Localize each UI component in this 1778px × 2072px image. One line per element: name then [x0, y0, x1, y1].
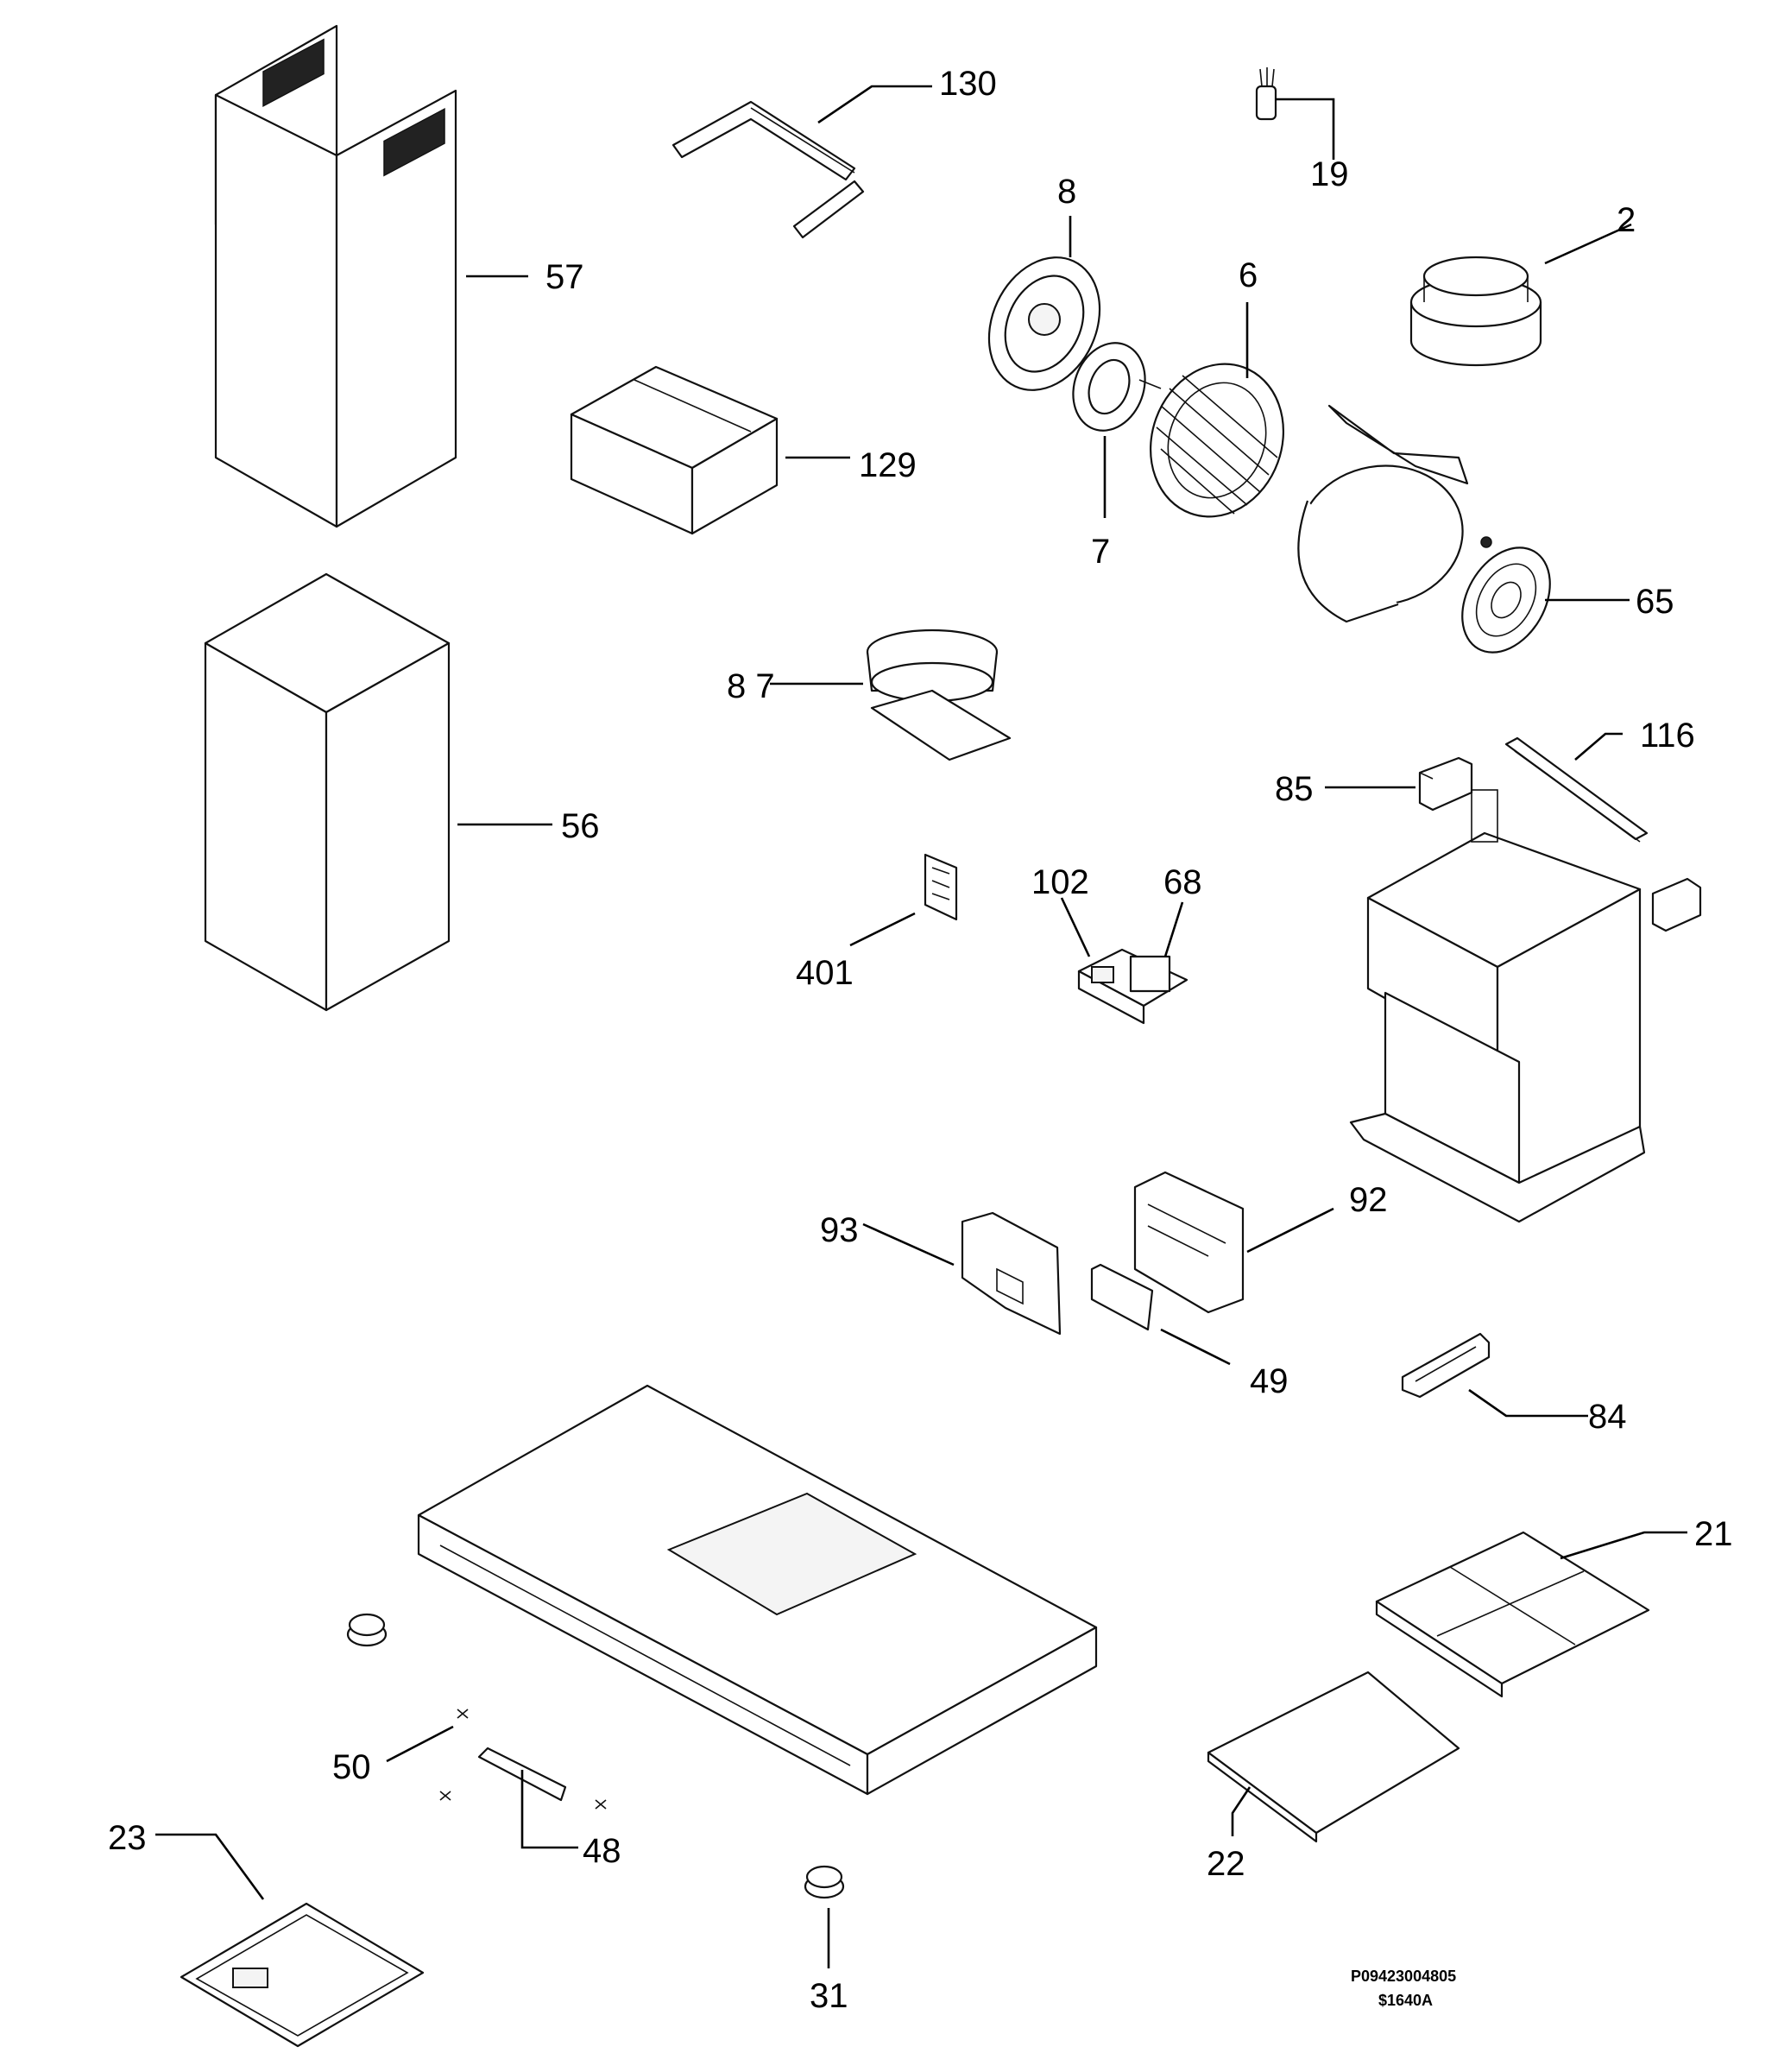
hood-canopy	[417, 1384, 1098, 1796]
part-49-pcb	[1090, 1263, 1154, 1331]
part-22-filter-panel	[1207, 1671, 1460, 1843]
drawing-revision: $1640A	[1378, 1992, 1433, 2009]
callout-19: 19	[1310, 155, 1349, 193]
callout-129: 129	[859, 446, 917, 484]
callout-48: 48	[583, 1832, 621, 1870]
part-50-clips	[439, 1709, 607, 1810]
part-21-filter-frame	[1375, 1531, 1650, 1698]
callout-23: 23	[108, 1819, 147, 1857]
part-57-upper-chimney	[214, 24, 457, 528]
part-116-rail	[1504, 736, 1649, 843]
callout-116: 116	[1640, 717, 1695, 755]
callout-130: 130	[939, 65, 997, 103]
part-129-box	[570, 365, 779, 535]
callout-87: 8 7	[727, 667, 775, 705]
part-2-duct-collar	[1409, 256, 1542, 367]
part-23-filter-panel	[180, 1902, 425, 2048]
callout-49: 49	[1250, 1362, 1289, 1400]
callout-22: 22	[1207, 1845, 1245, 1883]
knob-left	[346, 1613, 388, 1647]
part-92-control-module	[1133, 1171, 1245, 1314]
callout-2: 2	[1617, 201, 1636, 239]
callout-6: 6	[1239, 256, 1258, 294]
part-19-capacitor	[1255, 67, 1277, 121]
part-31-knob	[804, 1865, 845, 1899]
part-102-68-transformer	[1077, 948, 1188, 1025]
part-84-switch	[1401, 1332, 1491, 1399]
callout-65: 65	[1636, 583, 1674, 621]
callout-102: 102	[1031, 863, 1089, 901]
callout-8: 8	[1057, 173, 1076, 211]
callout-93: 93	[820, 1211, 859, 1249]
part-87-damper	[866, 629, 1012, 761]
blower-housing	[1297, 404, 1469, 623]
callout-56: 56	[561, 807, 600, 845]
part-65-grille	[1461, 536, 1551, 654]
part-93-pcb	[961, 1211, 1062, 1336]
callout-401: 401	[796, 954, 854, 992]
part-56-lower-chimney	[204, 572, 451, 1012]
part-130-bracket	[671, 100, 865, 239]
drawing-footer: P09423004805 $1640A	[1351, 1968, 1456, 2009]
callout-21: 21	[1694, 1515, 1733, 1553]
part-8-motor-plate	[987, 256, 1101, 391]
leader-lines	[155, 85, 1687, 1968]
drawing-number: P09423004805	[1351, 1968, 1456, 1985]
callout-84: 84	[1588, 1398, 1627, 1436]
callout-7: 7	[1091, 533, 1110, 571]
part-401-board	[924, 853, 958, 921]
callout-57: 57	[545, 258, 584, 296]
callout-31: 31	[810, 1977, 848, 2015]
part-6-blower-wheel	[1149, 363, 1285, 518]
callout-labels: 130 19 8 2 6 57 129 7 65 8 7 116 85 56 1…	[108, 65, 1733, 2015]
callout-85: 85	[1275, 770, 1314, 808]
callout-68: 68	[1163, 863, 1202, 901]
callout-50: 50	[332, 1748, 371, 1786]
part-85-block	[1418, 756, 1473, 812]
hood-body-housing	[1349, 789, 1702, 1223]
part-7-motor	[1072, 342, 1162, 432]
callout-92: 92	[1349, 1181, 1388, 1219]
